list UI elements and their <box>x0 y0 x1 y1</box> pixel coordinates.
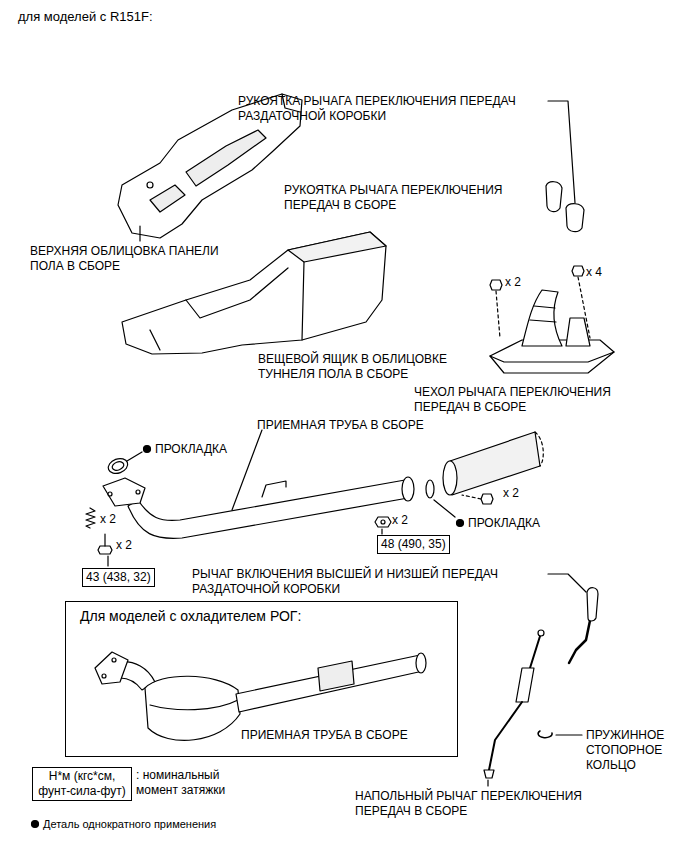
one-time-part-dot <box>32 821 39 828</box>
transfer-shift-lever <box>569 588 598 663</box>
node-text: Н*м (кгс*см, фунт-сила-фут) <box>36 769 128 799</box>
snap-ring <box>538 731 552 738</box>
part-name: РУКОЯТКА РЫЧАГА ПЕРЕКЛЮЧЕНИЯ ПЕРЕДАЧ В С… <box>284 183 534 213</box>
quantity: x 4 <box>586 265 602 280</box>
leader-lines <box>108 101 586 786</box>
quantity: x 2 <box>116 538 132 553</box>
part-name: РУКОЯТКА РЫЧАГА ПЕРЕКЛЮЧЕНИЯ ПЕРЕДАЧ РАЗ… <box>238 94 558 124</box>
torque-legend-box: Н*м (кгс*см, фунт-сила-фут) <box>32 767 132 801</box>
front-exhaust-pipe <box>86 432 543 554</box>
part-name: ЧЕХОЛ РЫЧАГА ПЕРЕКЛЮЧЕНИЯ ПЕРЕДАЧ В СБОР… <box>414 385 649 415</box>
quantity: x 2 <box>100 512 116 527</box>
variant-frame: Для моделей с охладителем РОГ: ПРИЕМНАЯ Т… <box>65 601 458 757</box>
part-name: НАПОЛЬНЫЙ РЫЧАГ ПЕРЕКЛЮЧЕНИЯ ПЕРЕДАЧ В С… <box>355 789 610 819</box>
node-text: Для моделей с охладителем РОГ: <box>80 607 301 625</box>
part-name: ПРОКЛАДКА <box>155 442 227 457</box>
part-name: ПРУЖИННОЕ СТОПОРНОЕ КОЛЬЦО <box>586 728 678 773</box>
torque-box: 43 (438, 32) <box>82 568 155 587</box>
quantity: x 2 <box>392 513 408 528</box>
front-pipe-with-converter <box>95 652 426 740</box>
node-text: 48 (490, 35) <box>381 537 446 552</box>
part-name: РЫЧАГ ВКЛЮЧЕНИЯ ВЫСШЕЙ И НИЗШЕЙ ПЕРЕДАЧ … <box>192 567 522 597</box>
floor-shift-lever <box>484 630 544 778</box>
quantity: x 2 <box>503 486 519 501</box>
part-name: ВЕЩЕВОЙ ЯЩИК В ОБЛИЦОВКЕ ТУННЕЛЯ ПОЛА В … <box>258 352 483 382</box>
quantity: x 2 <box>505 275 521 290</box>
shift-lever-boot <box>490 266 614 373</box>
torque-box: 48 (490, 35) <box>377 535 450 554</box>
part-name: ПРОКЛАДКА <box>468 516 540 531</box>
node-subtext: ПРИЕМНАЯ ТРУБА В СБОРЕ <box>241 728 408 743</box>
node-text: 43 (438, 32) <box>86 570 151 585</box>
legend-text: Деталь однократного применения <box>43 817 216 831</box>
shift-knobs <box>546 182 584 232</box>
page-title: для моделей с R151F: <box>18 9 153 25</box>
legend-text: : номинальный момент затяжки <box>136 768 236 798</box>
part-name: ПРИЕМНАЯ ТРУБА В СБОРЕ <box>257 418 424 433</box>
part-name: ВЕРХНЯЯ ОБЛИЦОВКА ПАНЕЛИ ПОЛА В СБОРЕ <box>30 244 235 274</box>
